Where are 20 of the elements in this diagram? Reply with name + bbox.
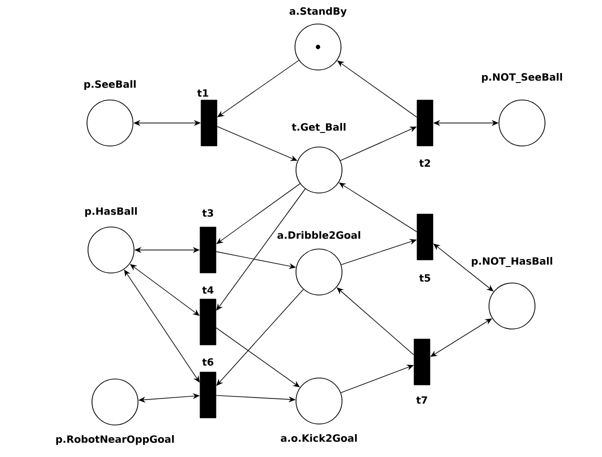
node-label: a.Dribble2Goal bbox=[277, 231, 360, 239]
node-label: p.NOT_SeeBall bbox=[482, 73, 562, 83]
node-label: p.NOT_HasBall bbox=[472, 257, 552, 267]
node-label: t.Get_Ball bbox=[292, 123, 346, 133]
node-label: t1 bbox=[197, 89, 208, 97]
node-label: p.HasBall bbox=[85, 207, 137, 217]
node-label: t7 bbox=[416, 396, 428, 404]
node-label: t2 bbox=[419, 159, 430, 167]
node-label: t3 bbox=[202, 209, 214, 217]
arc-arrow bbox=[216, 289, 304, 386]
node-label: t6 bbox=[202, 358, 214, 366]
arc-arrow bbox=[216, 126, 298, 161]
node-label: a.StandBy bbox=[290, 7, 347, 17]
node-label: t4 bbox=[202, 286, 214, 294]
arc-arrow bbox=[216, 327, 300, 388]
node-label: p.RobotNearOppGoal bbox=[56, 435, 174, 445]
arc-arrow bbox=[337, 60, 418, 118]
node-label: t5 bbox=[419, 274, 430, 282]
node-label: p.SeeBall bbox=[84, 80, 136, 90]
node-label: a.o.Kick2Goal bbox=[280, 434, 357, 442]
